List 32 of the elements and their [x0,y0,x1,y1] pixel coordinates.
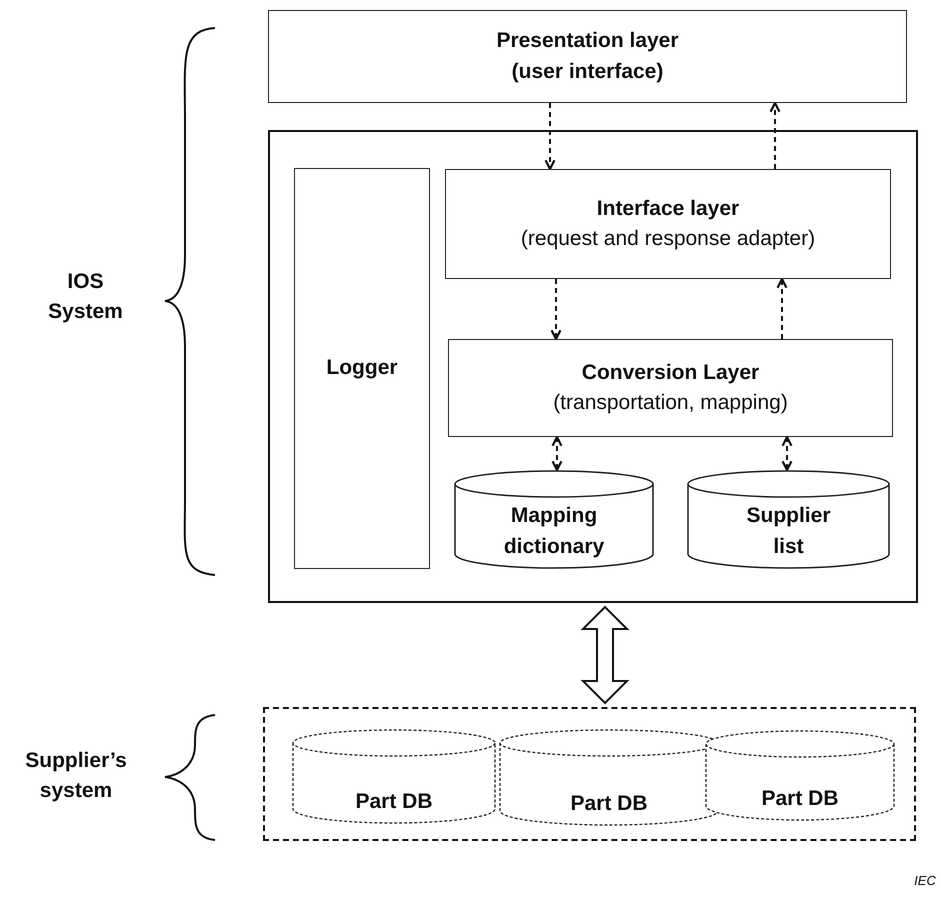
database-cylinder [687,470,890,568]
system-box [268,130,918,603]
double-block-arrow [580,606,630,704]
node-title: Mapping dictionary [502,503,606,560]
node-title: Supplier list [745,503,832,560]
arrow [550,279,562,340]
node-title: Part DB [355,788,433,815]
group-label: IOS System [47,269,124,326]
node-title: Interface layer [596,196,740,222]
layer-box [448,339,893,437]
arrow [552,436,562,472]
database-cylinder [292,729,496,823]
layer-box [268,10,907,103]
figure-source-label: IEC [913,872,937,890]
group-label: Supplier’s system [24,748,128,804]
arrow [770,102,780,169]
node-title: Part DB [761,786,839,812]
logger-box [294,168,430,569]
node-subtitle: (request and response adapter) [520,226,816,252]
arrow [782,436,792,472]
arrow [544,103,556,170]
database-cylinder [499,729,719,825]
database-cylinder [705,730,895,820]
layer-box [445,169,891,279]
node-title: Presentation layer (user interface) [495,28,680,84]
node-title: Part DB [570,790,648,817]
node-title: Conversion Layer [582,360,760,386]
arrow [776,278,788,339]
node-subtitle: (transportation, mapping) [553,390,788,416]
node-title: Logger [326,355,398,382]
database-cylinder [454,470,654,568]
system-box [263,707,916,841]
